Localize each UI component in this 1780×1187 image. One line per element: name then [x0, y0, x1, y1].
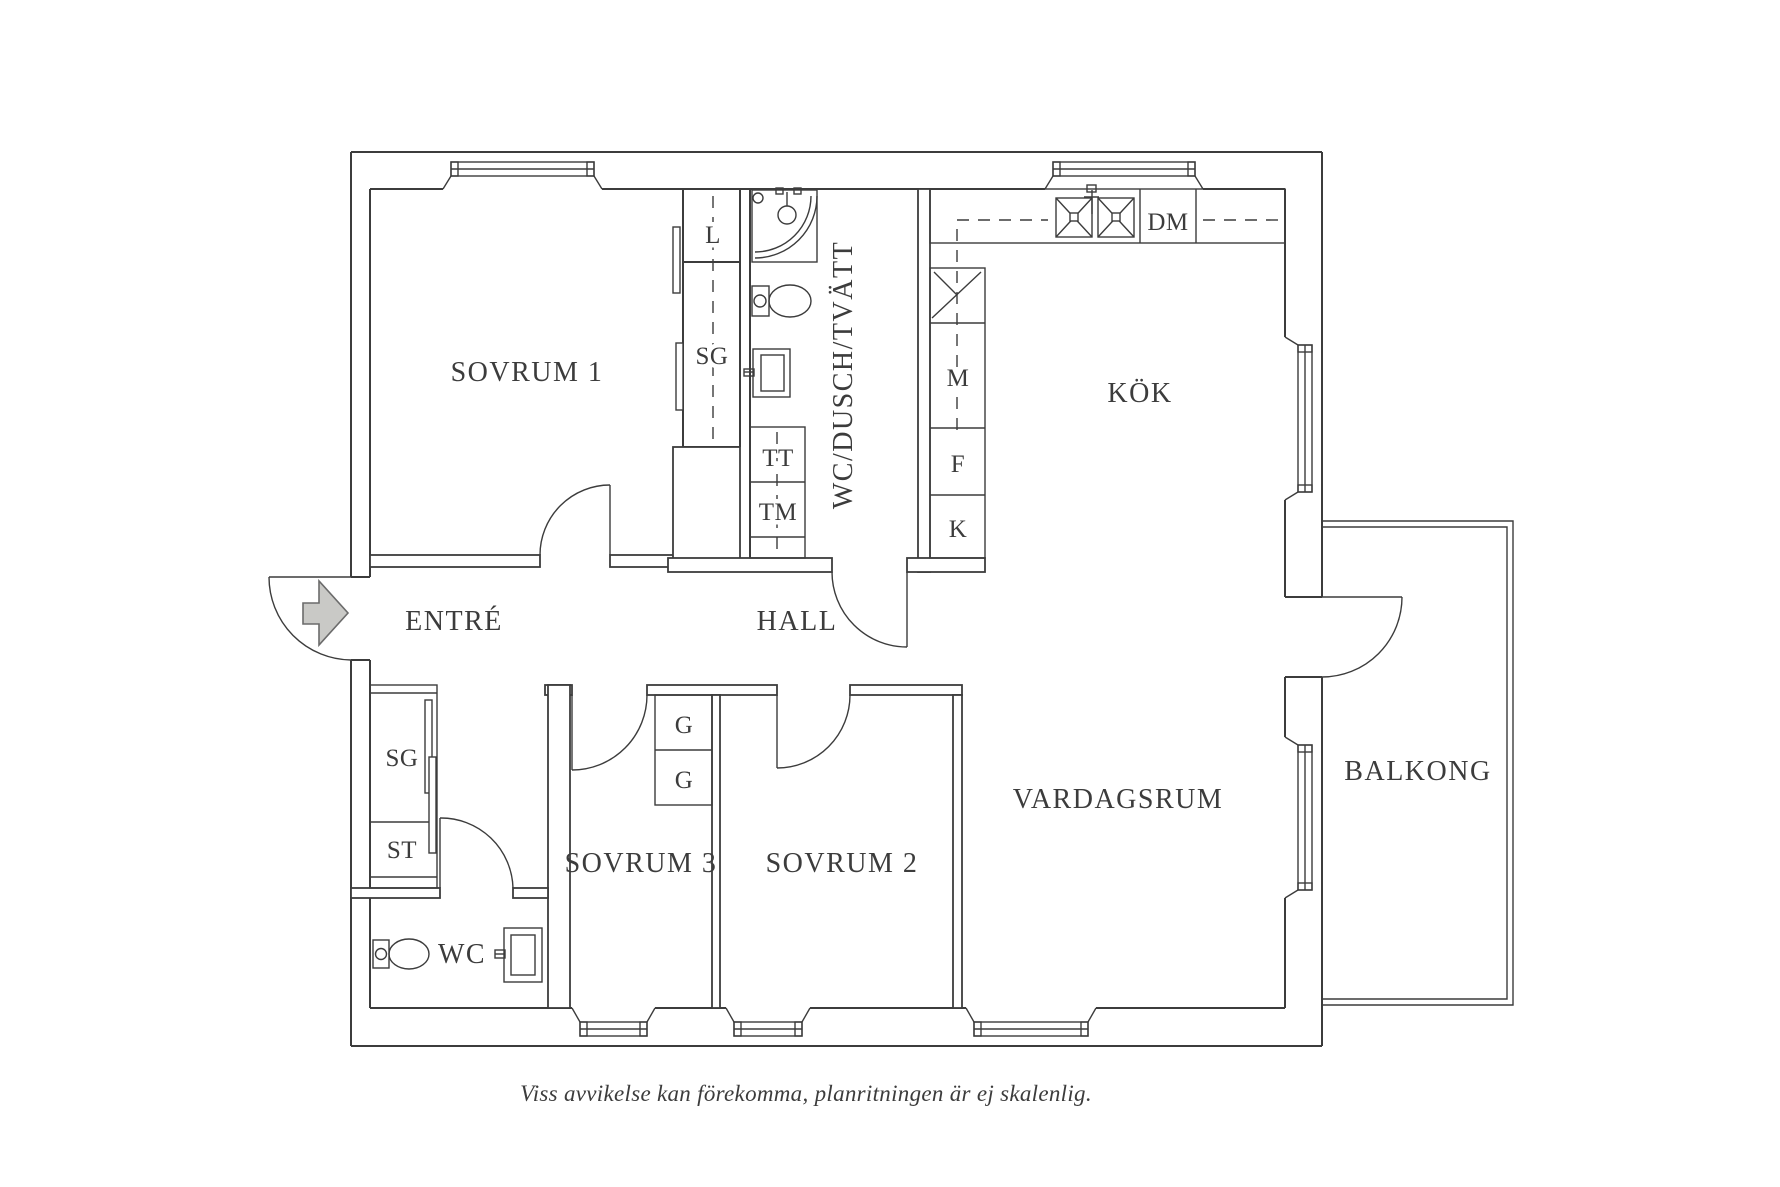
window-vardagsrum-bottom-icon [965, 1007, 1097, 1045]
appliance-label-f: F [951, 451, 965, 478]
laundry-cabinet [749, 426, 806, 559]
closet-sg-st [369, 684, 438, 889]
small-wc-fittings [372, 927, 543, 983]
room-label-balkong: BALKONG [1344, 756, 1491, 787]
room-label-wc: WC [438, 939, 486, 970]
appliance-label-m: M [947, 365, 970, 392]
room-label-vardagsrum: VARDAGSRUM [1013, 784, 1224, 815]
appliance-label-k: K [949, 516, 968, 543]
wc-small-door-icon [439, 817, 514, 889]
window-sovrum1-icon [442, 153, 603, 190]
kitchen-sink-icon [1055, 184, 1135, 238]
sovrum2-door-icon [776, 694, 851, 769]
balcony-door-icon [1321, 596, 1403, 678]
closet-label-st: ST [387, 837, 417, 864]
sovrum1-door-icon [539, 484, 611, 556]
room-label-kok: KÖK [1107, 378, 1172, 409]
closet-label-tt: TT [762, 445, 794, 472]
room-label-hall: HALL [757, 606, 838, 637]
closet-label-sg-upper: SG [696, 343, 729, 370]
room-label-sovrum3: SOVRUM 3 [565, 848, 718, 879]
doors [268, 484, 1403, 889]
toilet-icon [751, 284, 812, 318]
wc-toilet-icon [372, 938, 430, 970]
labels: SOVRUM 1 KÖK WC/DUSCH/TVÄTT ENTRÉ HALL S… [381, 205, 1491, 1107]
room-label-wc-dusch-tvatt: WC/DUSCH/TVÄTT [828, 241, 859, 509]
window-kok-top-icon [1044, 153, 1204, 190]
closet-label-tm: TM [759, 499, 798, 526]
wc-sink-icon [494, 927, 543, 983]
appliance-label-dm: DM [1147, 209, 1188, 236]
bathroom-fittings [712, 187, 818, 559]
room-label-sovrum1: SOVRUM 1 [451, 357, 604, 388]
closet-label-g2: G [675, 767, 694, 794]
interior-walls [350, 188, 986, 1009]
bathroom-sink-icon [743, 348, 791, 398]
window-kok-right-icon [1284, 336, 1321, 501]
shower-icon [751, 187, 818, 263]
entrance-arrow-icon [302, 578, 350, 648]
entrance-door-icon [268, 576, 352, 661]
window-sovrum2-icon [725, 1007, 811, 1045]
kitchen-cabinet-strip [929, 267, 986, 559]
balcony-outline [1322, 520, 1514, 1006]
closet-label-sg-lower: SG [386, 745, 419, 772]
lower-closets [369, 684, 713, 889]
kitchen-counter [929, 188, 1286, 244]
closet-label-g1: G [675, 712, 694, 739]
closet-g-g [654, 694, 713, 806]
sovrum3-door-icon [571, 694, 648, 771]
wc-dusch-door-icon [831, 571, 908, 648]
window-sovrum3-icon [571, 1007, 656, 1045]
disclaimer-caption: Viss avvikelse kan förekomma, planritnin… [520, 1081, 1092, 1106]
kitchen-fittings [929, 184, 1286, 559]
room-label-sovrum2: SOVRUM 2 [766, 848, 919, 879]
closet-label-l: L [705, 222, 721, 249]
windows [442, 153, 1321, 1045]
window-vardagsrum-right-icon [1284, 736, 1321, 899]
room-label-entre: ENTRÉ [405, 606, 503, 637]
